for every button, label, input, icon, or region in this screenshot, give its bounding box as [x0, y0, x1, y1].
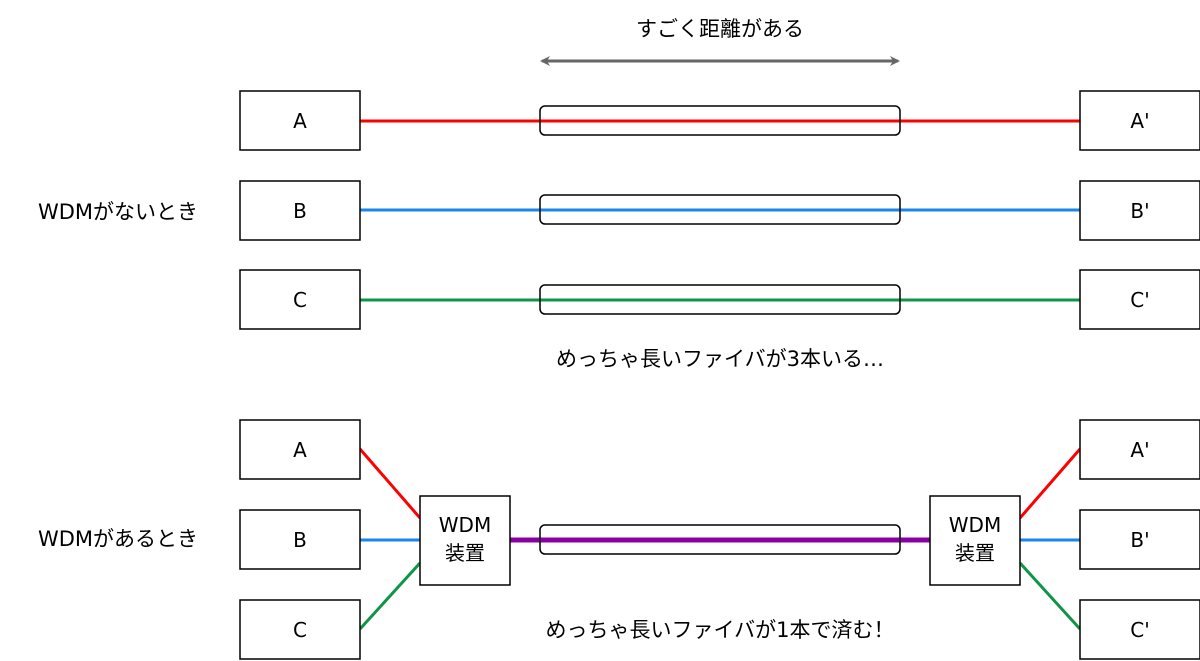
node-a-prime-bottom: A' — [1079, 419, 1200, 480]
node-label: A — [293, 109, 307, 133]
node-label: B — [293, 199, 307, 223]
wdm-label-line2: 装置 — [445, 541, 485, 565]
without-wdm-label: WDMがないとき — [38, 200, 198, 224]
one-fiber-caption: めっちゃ長いファイバが1本で済む！ — [546, 618, 895, 642]
distance-label: すごく距離がある — [636, 17, 804, 41]
node-b-top: B — [239, 180, 361, 241]
node-c-prime-top: C' — [1079, 269, 1200, 330]
node-b-prime-top: B' — [1079, 180, 1200, 241]
node-a-prime-top: A' — [1079, 90, 1200, 151]
node-label: C — [293, 288, 307, 312]
fiber-pipe-a — [539, 105, 901, 136]
wdm-label-line1: WDM — [439, 513, 491, 537]
channel-a-connector-left — [358, 448, 422, 519]
with-wdm-label: WDMがあるとき — [38, 527, 198, 551]
node-label: C' — [1130, 288, 1149, 312]
node-a-top: A — [239, 90, 361, 151]
wdm-label-line2: 装置 — [955, 541, 995, 565]
node-label: C — [293, 618, 307, 642]
node-label: B' — [1130, 528, 1149, 552]
node-label: B — [293, 528, 307, 552]
node-label: A' — [1130, 438, 1149, 462]
node-label: A' — [1130, 109, 1149, 133]
node-label: A — [293, 438, 307, 462]
wdm-device-right: WDM 装置 — [929, 495, 1021, 586]
node-label: B' — [1130, 199, 1149, 223]
node-label: C' — [1130, 618, 1149, 642]
channel-a-connector-right — [1018, 448, 1082, 519]
node-b-bottom: B — [239, 509, 361, 570]
fiber-pipe-b — [539, 194, 901, 225]
node-c-top: C — [239, 269, 361, 330]
three-fibers-caption: めっちゃ長いファイバが3本いる… — [556, 347, 884, 371]
wdm-label-line1: WDM — [949, 513, 1001, 537]
channel-c-connector-left — [358, 561, 422, 631]
node-c-prime-bottom: C' — [1079, 599, 1200, 660]
node-a-bottom: A — [239, 419, 361, 480]
channel-c-connector-right — [1018, 561, 1082, 631]
fiber-pipe-combined — [539, 524, 901, 555]
wdm-device-left: WDM 装置 — [419, 495, 511, 586]
fiber-pipe-c — [539, 284, 901, 315]
node-b-prime-bottom: B' — [1079, 509, 1200, 570]
node-c-bottom: C — [239, 599, 361, 660]
